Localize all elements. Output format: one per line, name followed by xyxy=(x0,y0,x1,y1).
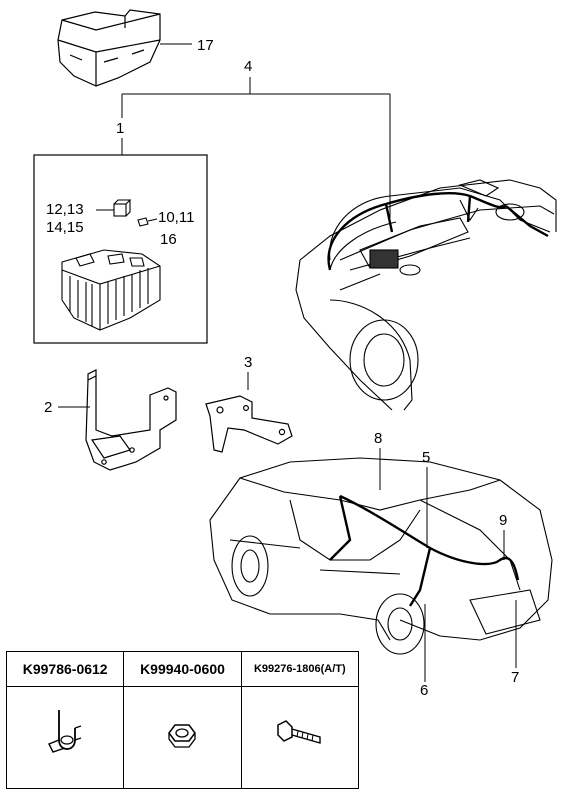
callout-5: 5 xyxy=(422,449,430,466)
callout-16: 16 xyxy=(160,231,177,248)
junction-box-icon xyxy=(61,249,161,331)
callout-12-13: 12,13 xyxy=(46,201,84,218)
rear-car-icon xyxy=(209,457,553,655)
part-image-1 xyxy=(5,686,125,789)
callout-14-15: 14,15 xyxy=(46,219,84,236)
nut-icon xyxy=(168,724,197,748)
fuse-icon xyxy=(137,217,158,227)
callout-1: 1 xyxy=(116,120,124,137)
callout-4: 4 xyxy=(244,58,252,75)
callout-10-11: 10,11 xyxy=(158,209,194,226)
callout-2: 2 xyxy=(44,399,52,416)
relay-box-cover-icon xyxy=(57,9,161,87)
parts-table: K99786-0612 K99940-0600 K99276-1806(A/T) xyxy=(5,650,360,789)
part-number-3: K99276-1806(A/T) xyxy=(240,650,360,688)
callout-9: 9 xyxy=(499,512,507,529)
bracket-3-icon xyxy=(205,395,293,453)
callout-8: 8 xyxy=(374,430,382,447)
callout-3: 3 xyxy=(244,354,252,371)
part-number-1: K99786-0612 xyxy=(5,650,125,688)
part-image-3 xyxy=(240,686,360,789)
callout-17: 17 xyxy=(197,37,214,54)
harness-engine-icon xyxy=(327,191,549,271)
callout-6: 6 xyxy=(420,682,428,699)
callout-7: 7 xyxy=(511,669,519,686)
parts-table-header-row: K99786-0612 K99940-0600 K99276-1806(A/T) xyxy=(5,650,360,688)
junction-box-frame xyxy=(33,154,208,344)
clip-icon xyxy=(48,710,82,753)
part-number-2: K99940-0600 xyxy=(123,650,242,688)
bolt-icon xyxy=(277,720,321,745)
leader-4 xyxy=(121,77,391,218)
part-image-2 xyxy=(123,686,242,789)
harness-rear-icon xyxy=(329,494,520,607)
bracket-2-icon xyxy=(85,369,177,471)
parts-table-image-row xyxy=(5,686,360,789)
relay-icon xyxy=(113,199,132,217)
